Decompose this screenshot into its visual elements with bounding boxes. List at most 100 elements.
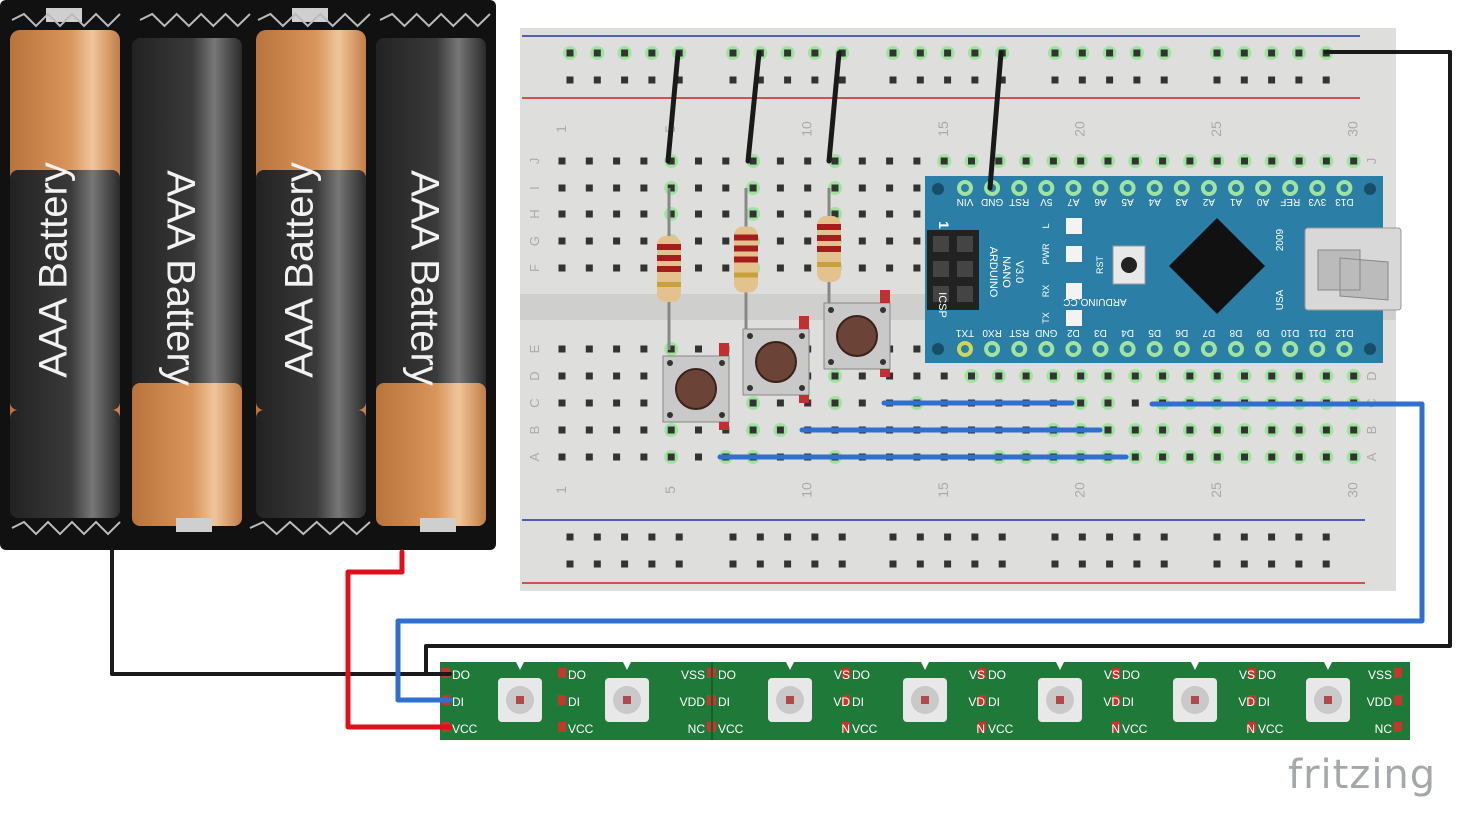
led-label: TX bbox=[1041, 312, 1051, 324]
strip-pin-label: VSS bbox=[681, 668, 705, 682]
svg-text:20: 20 bbox=[1072, 121, 1088, 137]
rgb-led bbox=[1306, 662, 1350, 722]
battery-label: AAA Battery bbox=[32, 162, 76, 378]
resistor bbox=[734, 188, 758, 331]
strip-pin-label: VCC bbox=[452, 722, 478, 736]
year-label: 2009 bbox=[1275, 228, 1286, 251]
strip-pin-label: DO bbox=[1122, 668, 1140, 682]
led-label: L bbox=[1041, 223, 1051, 228]
svg-text:A: A bbox=[1364, 452, 1379, 461]
nano-pin-label: GND bbox=[981, 196, 1003, 207]
jumper-wire bbox=[665, 50, 681, 164]
rgb-led bbox=[768, 662, 812, 722]
rst-label: RST bbox=[1095, 255, 1105, 274]
rgb-led bbox=[903, 662, 947, 722]
nano-pin-label: A6 bbox=[1094, 196, 1107, 207]
nano-pin-label: D5 bbox=[1148, 327, 1161, 338]
rgb-led bbox=[1173, 662, 1217, 722]
svg-text:B: B bbox=[527, 426, 542, 435]
microcontroller-chip bbox=[1169, 218, 1265, 314]
battery-holder bbox=[0, 0, 496, 550]
led-strip: DODIVCCDODIVCCDODIVCCDODIVCCDODIVCCDODIV… bbox=[440, 662, 1410, 740]
push-button bbox=[742, 316, 810, 403]
strip-pin-label: VD bbox=[1103, 695, 1120, 709]
led-label: PWR bbox=[1041, 243, 1051, 264]
svg-text:15: 15 bbox=[935, 121, 951, 137]
strip-pin-label: VCC bbox=[988, 722, 1014, 736]
svg-text:B: B bbox=[1364, 426, 1379, 435]
nano-pin-label: D2 bbox=[1067, 327, 1080, 338]
svg-text:25: 25 bbox=[1208, 121, 1224, 137]
nano-board-label: NANO bbox=[1000, 256, 1012, 288]
svg-text:I: I bbox=[527, 186, 542, 190]
battery-label: AAA Battery bbox=[278, 162, 322, 378]
wire-ground-rail bbox=[424, 50, 1452, 676]
nano-pin-label: D12 bbox=[1335, 327, 1354, 338]
wires bbox=[110, 50, 1452, 730]
strip-pin-label: N bbox=[976, 722, 985, 736]
nano-pin-label: A2 bbox=[1202, 196, 1215, 207]
battery-terminal bbox=[176, 518, 212, 532]
nano-pin-label: RX0 bbox=[982, 327, 1002, 338]
nano-pin-label: D10 bbox=[1281, 327, 1300, 338]
svg-text:30: 30 bbox=[1345, 482, 1361, 498]
svg-text:30: 30 bbox=[1345, 121, 1361, 137]
strip-pin-label: NC bbox=[1375, 722, 1393, 736]
svg-text:5: 5 bbox=[662, 486, 678, 494]
svg-text:20: 20 bbox=[1072, 482, 1088, 498]
svg-text:F: F bbox=[527, 264, 542, 272]
strip-pin-label: N bbox=[841, 722, 850, 736]
nano-pin-label: RST bbox=[1009, 196, 1029, 207]
battery-terminal bbox=[420, 518, 456, 532]
nano-pin-label: REF bbox=[1280, 196, 1300, 207]
svg-text:1: 1 bbox=[553, 125, 569, 133]
nano-pin-label: A0 bbox=[1257, 196, 1270, 207]
svg-text:H: H bbox=[527, 209, 542, 218]
wire-ground-battery bbox=[110, 548, 452, 676]
jumper-wire bbox=[987, 50, 1004, 191]
battery-terminal bbox=[46, 8, 82, 22]
nano-pin-label: VIN bbox=[957, 196, 974, 207]
nano-pin-label: D6 bbox=[1175, 327, 1188, 338]
nano-pin-label: D11 bbox=[1308, 327, 1326, 338]
fritzing-logo: fritzing bbox=[1288, 752, 1437, 798]
nano-pin-label: D8 bbox=[1229, 327, 1242, 338]
svg-text:J: J bbox=[527, 158, 542, 165]
strip-pin-label: VS bbox=[834, 668, 850, 682]
nano-pin-label: D4 bbox=[1121, 327, 1134, 338]
strip-pin-label: DO bbox=[568, 668, 586, 682]
battery-cell: AAA Battery bbox=[10, 30, 120, 518]
strip-pin-label: VS bbox=[1104, 668, 1120, 682]
svg-text:G: G bbox=[527, 236, 542, 246]
jumper-wire bbox=[826, 50, 842, 164]
icsp-label: ICSP bbox=[936, 292, 948, 318]
strip-pin-label: VDD bbox=[1367, 695, 1393, 709]
nano-pin-label: RST bbox=[1009, 327, 1029, 338]
strip-pin-label: VCC bbox=[568, 722, 594, 736]
nano-board-label: V3.0 bbox=[1013, 261, 1025, 284]
nano-pin-label: A4 bbox=[1148, 196, 1161, 207]
nano-pin-label: D3 bbox=[1094, 327, 1107, 338]
strip-pin-label: DI bbox=[1258, 695, 1270, 709]
strip-pin-label: DI bbox=[988, 695, 1000, 709]
svg-text:A: A bbox=[527, 452, 542, 461]
jumper-wires bbox=[665, 50, 1004, 191]
usa-label: USA bbox=[1275, 289, 1286, 310]
rgb-led bbox=[1038, 662, 1082, 722]
nano-pin-label: 3V3 bbox=[1308, 196, 1326, 207]
strip-pin-label: DI bbox=[1122, 695, 1134, 709]
site-label: ARDUINO.CC bbox=[1063, 296, 1126, 307]
rgb-led bbox=[605, 662, 649, 722]
svg-text:15: 15 bbox=[935, 482, 951, 498]
strip-pin-label: VS bbox=[1239, 668, 1255, 682]
nano-pin-label: D13 bbox=[1335, 196, 1354, 207]
resistors bbox=[657, 188, 841, 350]
strip-pin-label: VD bbox=[1238, 695, 1255, 709]
battery-cell: AAA Battery bbox=[132, 38, 242, 526]
wire-data bbox=[395, 401, 1425, 703]
rgb-led bbox=[498, 662, 542, 722]
